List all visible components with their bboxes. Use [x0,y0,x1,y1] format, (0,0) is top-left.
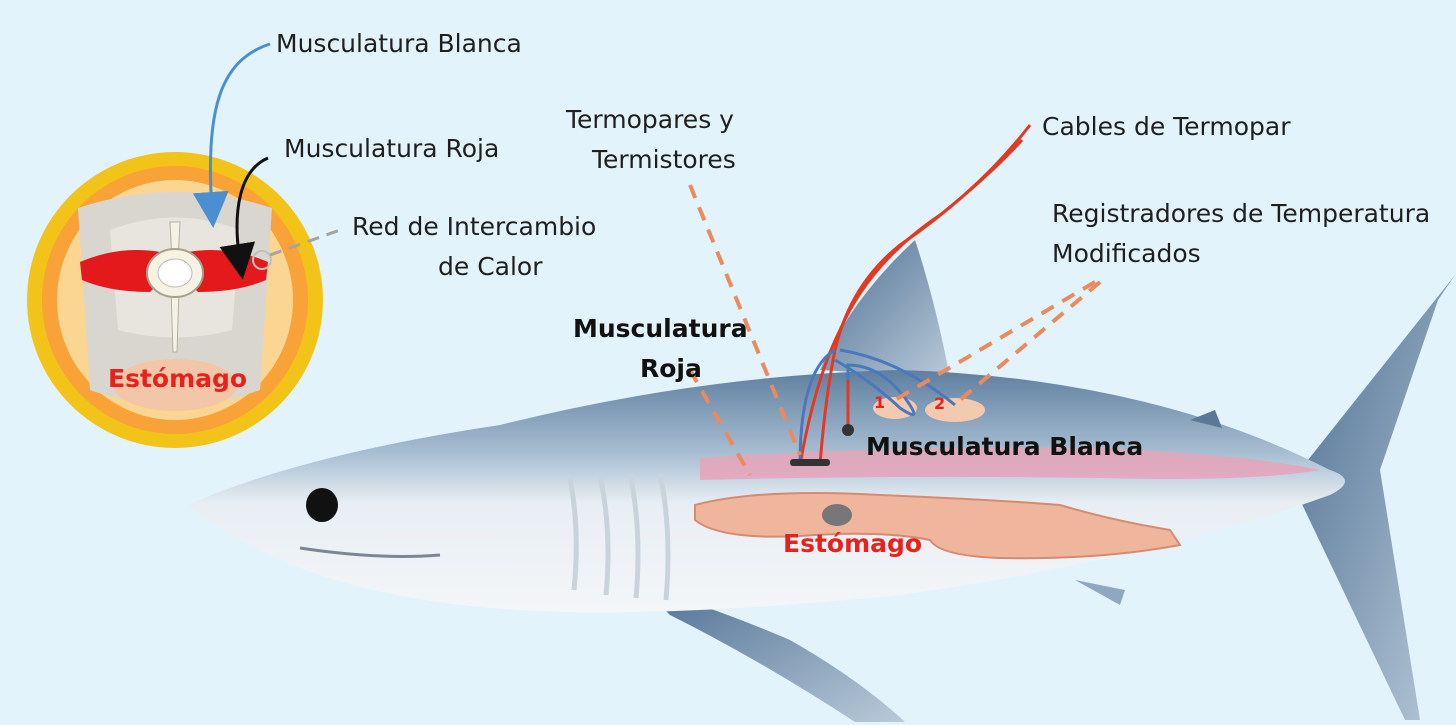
tail-fin [1300,275,1455,720]
label-stomach-shark: Estómago [783,527,922,561]
spine-ventral [171,290,179,352]
label-thermocouples-line2: Termistores [592,143,736,177]
label-cables: Cables de Termopar [1042,110,1291,144]
label-heat-exchange-line2: de Calor [438,250,543,284]
label-stomach-section: Estómago [108,362,247,396]
probe-point [842,424,854,436]
label-red-muscle-section: Musculatura Roja [284,132,499,166]
cross-section [27,152,323,448]
label-red-muscle-line2: Roja [640,352,702,386]
label-loggers-line1: Registradores de Temperatura [1052,197,1430,231]
label-thermocouples-line1: Termopares y [566,103,734,137]
label-white-muscle-shark: Musculatura Blanca [866,430,1143,464]
label-logger-2: 2 [934,394,945,414]
stomach-sensor [822,504,852,526]
label-logger-1: 1 [874,393,885,413]
shark-body [188,370,1345,612]
shark-eye [306,488,338,522]
label-red-muscle-line1: Musculatura [573,312,748,346]
shark [188,240,1455,722]
anal-fin [1075,580,1125,605]
probe-tips [790,459,830,466]
label-heat-exchange-line1: Red de Intercambio [352,210,596,244]
vertebra-center [158,259,192,287]
label-white-muscle-section: Musculatura Blanca [276,27,522,61]
label-loggers-line2: Modificados [1052,237,1201,271]
